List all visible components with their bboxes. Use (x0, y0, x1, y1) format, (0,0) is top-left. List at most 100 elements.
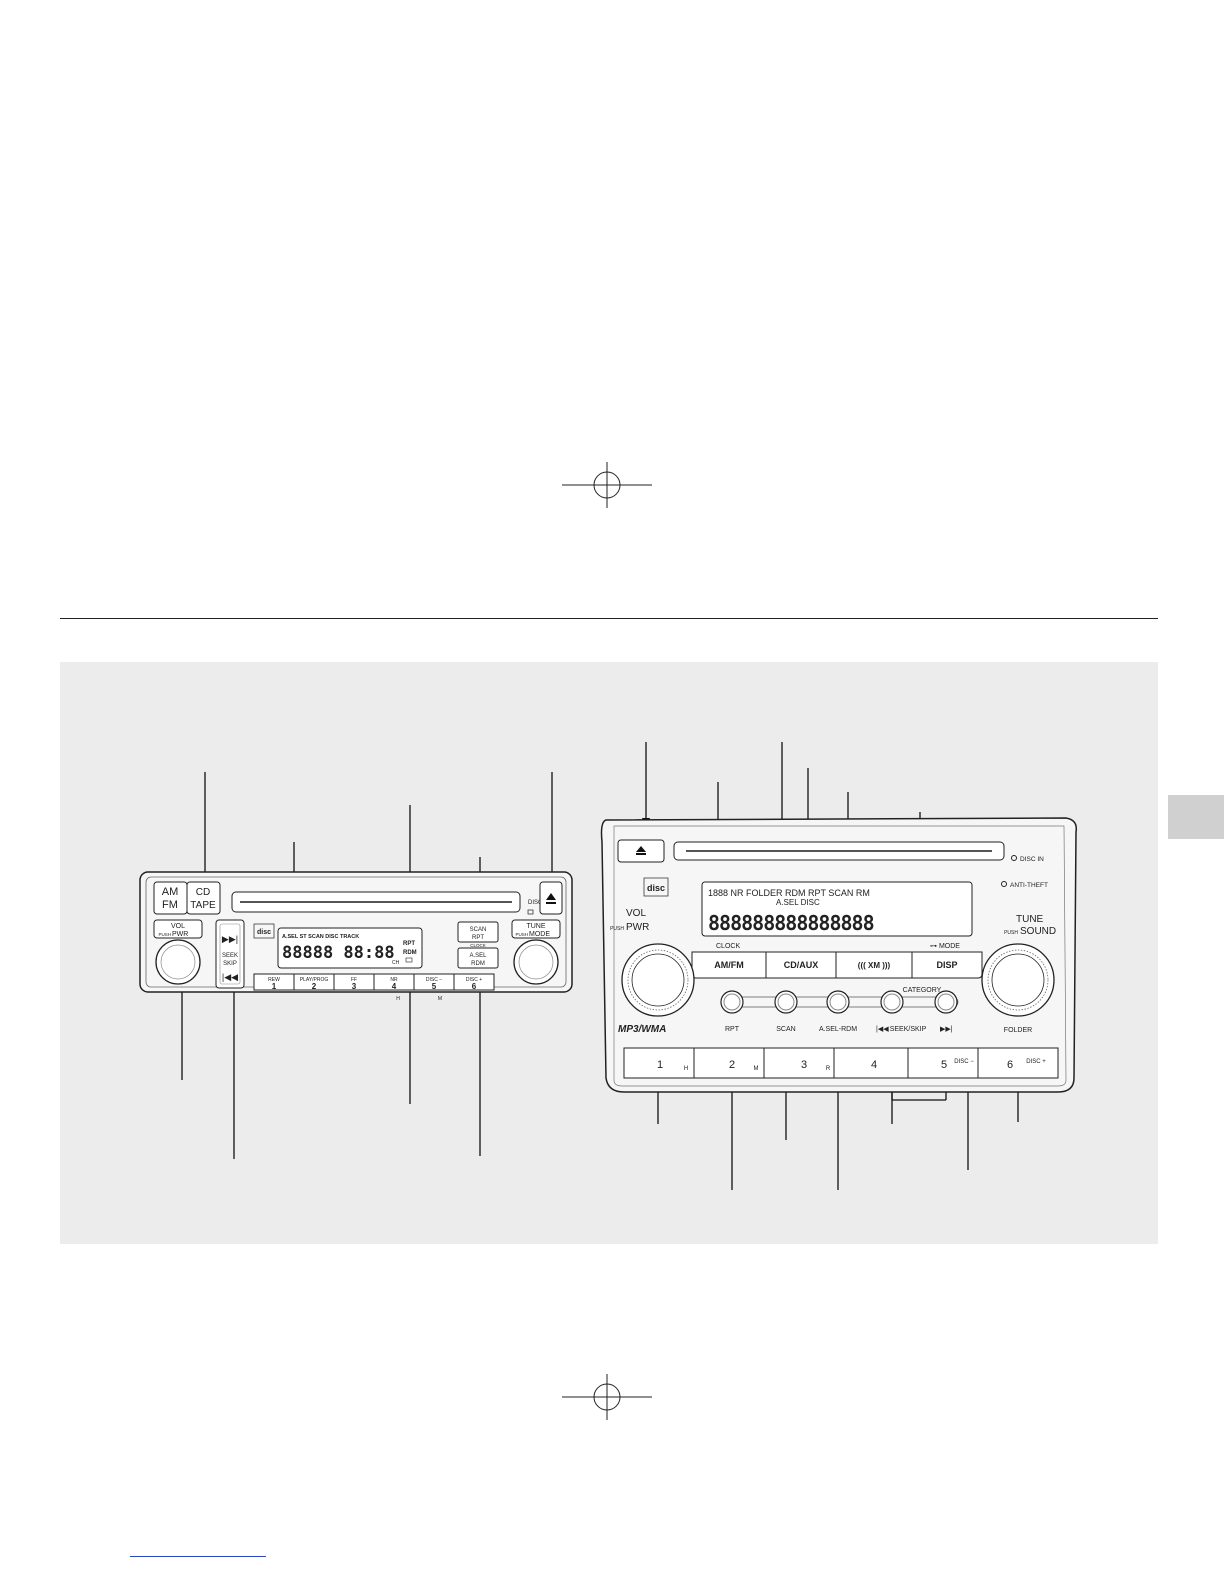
svg-text:6: 6 (472, 982, 477, 991)
svg-text:VOL: VOL (171, 923, 185, 930)
preset-4-sub: H (396, 996, 400, 1002)
svg-text:DISC +: DISC + (1026, 1059, 1046, 1065)
preset-2[interactable]: PLAY/PROG 2 (293, 973, 335, 991)
am-fm-button[interactable]: AM FM (153, 881, 188, 915)
preset-3-b[interactable]: 3 R (763, 1047, 835, 1079)
svg-text:▶▶|: ▶▶| (940, 1026, 953, 1033)
seek-skip-forward-button[interactable] (934, 990, 958, 1014)
scan-label-b: SCAN (776, 1026, 795, 1033)
preset-1-b[interactable]: 1 H (623, 1047, 695, 1079)
scan-button-b[interactable] (774, 990, 798, 1014)
tune-mode-label: TUNE PUSH MODE (511, 919, 561, 939)
svg-text:PUSH: PUSH (158, 932, 171, 937)
preset-1[interactable]: REW 1 (253, 973, 295, 991)
svg-text:2: 2 (729, 1059, 735, 1071)
cd-logo-b: disc (643, 877, 669, 897)
radio-b-display: 1888 NR FOLDER RDM RPT SCAN RM A.SEL DIS… (701, 881, 973, 937)
svg-text:AM: AM (162, 886, 179, 898)
radio-a-figure: AM FM CD TAPE DISC VOL PUSH PWR ▶▶| SEEK… (139, 772, 573, 1159)
seek-skip-rocker[interactable]: ▶▶| SEEK SKIP |◀◀ (215, 919, 245, 989)
volume-knob-b[interactable] (621, 943, 695, 1017)
cd-aux-button[interactable]: CD/AUX (765, 951, 837, 979)
svg-text:|◀◀: |◀◀ (876, 1026, 889, 1033)
svg-text:SCAN: SCAN (470, 927, 487, 933)
svg-text:PWR: PWR (626, 922, 649, 933)
svg-text:H: H (684, 1066, 688, 1072)
svg-text:5: 5 (941, 1059, 947, 1071)
svg-text:RDM: RDM (403, 950, 417, 956)
svg-text:SEEK: SEEK (222, 953, 238, 959)
svg-text:((( XM ))): ((( XM ))) (858, 961, 891, 970)
disc-indicator: DISC (528, 900, 543, 906)
xm-button[interactable]: ((( XM ))) (835, 951, 913, 979)
asel-rdm-button-b[interactable] (826, 990, 850, 1014)
vol-pwr-label: VOL PUSH PWR (153, 919, 203, 939)
link-underline (130, 1556, 266, 1557)
eject-button[interactable] (539, 881, 563, 915)
vol-pwr-label-b: VOL PUSH PWR (610, 908, 649, 933)
rpt-button-b[interactable] (720, 990, 744, 1014)
svg-text:888888888888888: 888888888888888 (708, 911, 874, 935)
svg-text:DISC −: DISC − (426, 977, 442, 983)
svg-text:TAPE: TAPE (190, 900, 216, 911)
preset-3[interactable]: FF 3 (333, 973, 375, 991)
rpt-label-b: RPT (725, 1026, 740, 1033)
svg-text:6: 6 (1007, 1059, 1013, 1071)
folder-label: FOLDER (1004, 1027, 1032, 1034)
svg-text:M: M (754, 1066, 759, 1072)
svg-text:VOL: VOL (626, 908, 646, 919)
crop-mark-bottom (560, 1372, 656, 1422)
svg-text:1: 1 (272, 982, 277, 991)
radio-b-figure: DISC IN disc ANTI-THEFT 1888 NR FOLDER R… (600, 742, 1078, 1190)
svg-text:A.SEL ST SCAN DISC TRACK: A.SEL ST SCAN DISC TRACK (282, 934, 359, 940)
svg-text:RPT: RPT (472, 935, 484, 941)
tune-knob-b[interactable] (981, 943, 1055, 1017)
preset-5[interactable]: DISC − 5 (413, 973, 455, 991)
svg-text:CH: CH (392, 960, 400, 966)
svg-text:PWR: PWR (172, 931, 188, 938)
preset-2-b[interactable]: 2 M (693, 1047, 765, 1079)
preset-4-b[interactable]: 4 (833, 1047, 909, 1079)
svg-text:TUNE: TUNE (1016, 914, 1044, 925)
svg-text:3: 3 (801, 1059, 807, 1071)
svg-text:TUNE: TUNE (526, 923, 545, 930)
tune-sound-label: TUNE PUSH SOUND (1004, 914, 1056, 937)
clock-label: CLOCK (470, 943, 486, 948)
svg-text:3: 3 (352, 982, 357, 991)
clock-label-b: CLOCK (716, 943, 740, 950)
svg-text:MODE: MODE (529, 931, 550, 938)
preset-4[interactable]: NR 4 (373, 973, 415, 991)
seek-skip-label-b: SEEK/SKIP (890, 1026, 927, 1033)
svg-text:CD: CD (196, 887, 210, 898)
cd-tape-button[interactable]: CD TAPE (186, 881, 221, 915)
mp3-wma-badge: MP3/WMA (618, 1024, 666, 1035)
svg-text:DISC +: DISC + (466, 977, 482, 983)
seek-skip-back-button[interactable] (880, 990, 904, 1014)
svg-text:disc: disc (257, 929, 271, 936)
crop-mark-top (560, 460, 656, 510)
svg-text:RPT: RPT (403, 941, 415, 947)
eject-button-b[interactable] (617, 839, 665, 863)
volume-knob[interactable] (155, 939, 201, 985)
anti-theft-label: ANTI-THEFT (1010, 882, 1048, 889)
svg-text:CD/AUX: CD/AUX (784, 960, 819, 970)
scan-rpt-button[interactable]: SCAN RPT (457, 921, 499, 943)
header-rule (60, 618, 1158, 619)
svg-text:PUSH: PUSH (1004, 930, 1018, 936)
mode-label-b: ⊶ MODE (930, 943, 960, 950)
asel-rdm-button[interactable]: A.SEL RDM (457, 947, 499, 969)
svg-text:SKIP: SKIP (223, 961, 237, 967)
preset-6[interactable]: DISC + 6 (453, 973, 495, 991)
svg-text:DISC −: DISC − (954, 1059, 974, 1065)
radio-a-display: A.SEL ST SCAN DISC TRACK 88888 88:88 CH … (277, 927, 423, 969)
tune-knob[interactable] (513, 939, 559, 985)
am-fm-button-b[interactable]: AM/FM (691, 951, 767, 979)
svg-text:|◀◀: |◀◀ (222, 972, 238, 982)
disp-button[interactable]: DISP (911, 951, 983, 979)
preset-6-b[interactable]: 6 DISC + (977, 1047, 1059, 1079)
svg-text:PUSH: PUSH (515, 932, 528, 937)
svg-text:PLAY/PROG: PLAY/PROG (300, 977, 329, 983)
svg-text:A.SEL DISC: A.SEL DISC (776, 898, 820, 907)
preset-5-b[interactable]: 5 DISC − (907, 1047, 979, 1079)
svg-text:FF: FF (351, 977, 357, 983)
